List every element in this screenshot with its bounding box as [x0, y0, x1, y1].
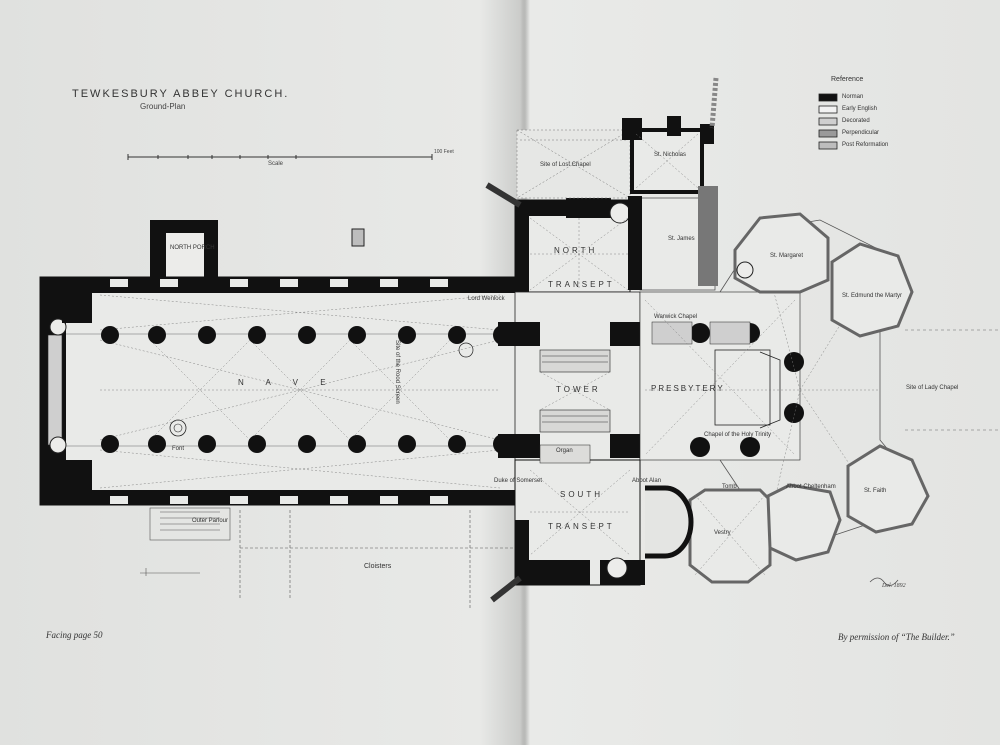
- crossing-tower: [498, 291, 652, 461]
- nave: [39, 276, 531, 506]
- vestry: [688, 488, 772, 584]
- label-warwick-chapel: Warwick Chapel: [654, 314, 698, 320]
- label-site-chapel: Site of Lost Chapel: [540, 162, 591, 168]
- label-organ: Organ: [556, 448, 573, 454]
- label-font: Font: [172, 446, 185, 452]
- st-nicholas-chapel: [622, 77, 719, 194]
- reference-item-norman: Norman: [842, 94, 864, 100]
- draughtsman-signature: Del. 1892: [882, 583, 906, 589]
- label-south-transept-2: TRANSEPT: [548, 522, 615, 531]
- reference-item-early-english: Early English: [842, 106, 878, 112]
- label-south-transept-1: SOUTH: [560, 490, 603, 499]
- label-presbytery: PRESBYTERY: [651, 384, 725, 393]
- reference-title: Reference: [831, 76, 864, 83]
- label-site-lady-chapel: Site of Lady Chapel: [906, 385, 959, 391]
- label-chapel-holy-trinity: Chapel of the Holy Trinity: [704, 432, 772, 438]
- label-abbot-alan: Abbot Alan: [632, 478, 662, 484]
- abbot-alan-apse: [645, 485, 694, 559]
- label-tomb: Tomb: [722, 484, 737, 490]
- label-tower: TOWER: [556, 385, 601, 394]
- south-east-chapel: [766, 483, 842, 562]
- st-james-chapel: [628, 186, 718, 291]
- label-st-faith: St. Faith: [864, 488, 887, 494]
- label-nave: N A V E: [238, 378, 336, 387]
- facing-page-note: Facing page 50: [46, 630, 103, 640]
- signature-flourish: [869, 577, 899, 586]
- reference-item-post-reformation: Post Reformation: [842, 142, 889, 148]
- reference-item-decorated: Decorated: [842, 118, 870, 124]
- label-lord-wenlock: Lord Wenlock: [468, 296, 505, 302]
- label-st-nicholas: St. Nicholas: [654, 152, 687, 158]
- plan-subtitle: Ground-Plan: [140, 102, 186, 111]
- st-margaret-chapel: [733, 212, 830, 294]
- label-st-edmund: St. Edmund the Martyr: [842, 293, 903, 299]
- plan-title: TEWKESBURY ABBEY CHURCH.: [72, 88, 290, 100]
- reference-item-perpendicular: Perpendicular: [842, 130, 880, 136]
- scale-label: Scale: [268, 161, 284, 167]
- lady-chapel-site: [905, 329, 1000, 431]
- presbytery: [639, 291, 804, 461]
- cloisters: [140, 507, 520, 610]
- label-north-porch: NORTH PORCH: [170, 245, 215, 251]
- label-north-transept-2: TRANSEPT: [548, 280, 615, 289]
- st-faith-chapel: [846, 444, 930, 534]
- permission-note: By permission of “The Builder.”: [838, 632, 955, 642]
- label-abbot-cheltenham: Abbot Cheltenham: [786, 484, 836, 490]
- label-cloisters: Cloisters: [364, 563, 392, 570]
- label-vestry: Vestry: [714, 530, 731, 536]
- label-duke-somerset: Duke of Somerset: [494, 478, 543, 484]
- label-north-transept-1: NORTH: [554, 246, 598, 255]
- label-st-james: St. James: [668, 236, 695, 242]
- label-site-rood-screen: Site of the Rood Screen: [394, 340, 400, 404]
- label-outer-parlour: Outer Parlour: [192, 518, 229, 524]
- site-of-chapel: [516, 129, 631, 199]
- label-st-margaret: St. Margaret: [770, 253, 804, 259]
- legend-swatches: [818, 93, 838, 150]
- scale-end-label: 100 Feet: [434, 149, 454, 155]
- post-reformation-block: [351, 228, 365, 247]
- st-edmund-chapel: [830, 242, 914, 338]
- scale-bar: [127, 154, 433, 160]
- north-transept: [514, 198, 631, 293]
- south-transept: [490, 444, 645, 603]
